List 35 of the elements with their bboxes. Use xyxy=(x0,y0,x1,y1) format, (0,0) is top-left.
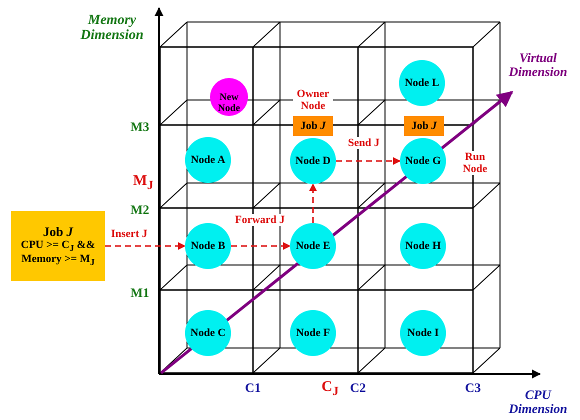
node-circle: Node H xyxy=(400,223,446,269)
job-tag: Job J xyxy=(293,116,333,136)
node-circle: Node B xyxy=(185,223,231,269)
job-box xyxy=(11,211,105,281)
edge-label: Send J xyxy=(347,137,380,150)
node-circle: Node D xyxy=(290,138,336,184)
node-circle: Node I xyxy=(400,310,446,356)
axis-tick-label: M1 xyxy=(130,286,150,300)
edge-label: Insert J xyxy=(110,228,148,240)
axis-tick-label: M$_{J}$ xyxy=(133,173,154,193)
job-requirements: CPU >= C$_{J}$ && Memory >= M$_{J}$ xyxy=(20,238,96,268)
axis-title: Virtual Dimension xyxy=(508,50,568,80)
node-circle: Node G xyxy=(400,138,446,184)
axis-tick-label: C$_{J}$ xyxy=(322,379,339,399)
node-circle: Node F xyxy=(290,310,336,356)
node-circle: New Node xyxy=(210,78,248,116)
axis-tick-label: C1 xyxy=(245,381,261,396)
edge-label: Forward J xyxy=(234,214,286,226)
job-tag: Job J xyxy=(404,116,444,136)
node-circle: Node L xyxy=(399,60,445,106)
axis-tick-label: C3 xyxy=(465,381,481,396)
node-circle: Node E xyxy=(290,223,336,269)
axis-title: CPU Dimension xyxy=(508,388,568,416)
axis-tick-label: C2 xyxy=(350,381,366,396)
axis-tick-label: M3 xyxy=(130,120,150,134)
dashed-arrow xyxy=(309,183,317,223)
dashed-arrow xyxy=(105,242,186,250)
dashed-arrow xyxy=(336,157,401,165)
node-circle: Node C xyxy=(185,310,231,356)
dashed-arrow xyxy=(231,242,291,250)
axis-tick-label: M2 xyxy=(130,203,150,218)
axis-title: Memory Dimension xyxy=(79,12,144,44)
node-circle: Node A xyxy=(185,137,231,183)
annotation-label: Owner Node xyxy=(293,88,333,112)
job-title: Job J xyxy=(43,224,73,239)
